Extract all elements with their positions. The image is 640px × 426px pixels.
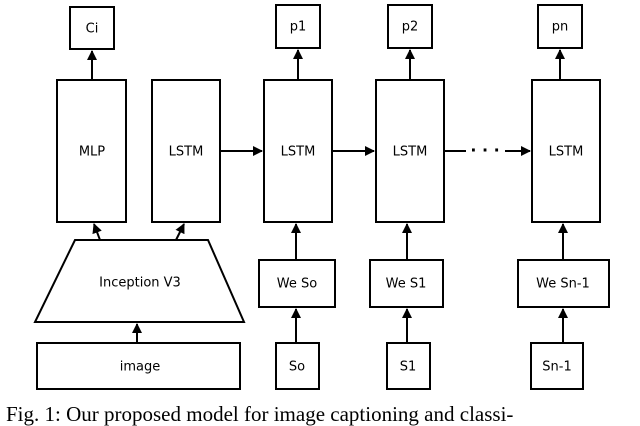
- s0-label: So: [289, 360, 305, 375]
- ellipsis: · · ·: [470, 141, 499, 160]
- lstm-1-box: [263, 79, 333, 223]
- p2-label: p2: [402, 20, 419, 35]
- sn1-box: [530, 342, 584, 390]
- lstm-n-box: [531, 79, 601, 223]
- we-sn1-box: [517, 259, 610, 308]
- mlp-label: MLP: [79, 145, 105, 160]
- lstm-init-label: LSTM: [169, 145, 204, 160]
- we-sn1-label: We Sn-1: [536, 277, 590, 292]
- s0-box: [275, 342, 320, 390]
- s1-label: S1: [400, 360, 417, 375]
- lstm-1-label: LSTM: [281, 145, 316, 160]
- inception-label: Inception V3: [99, 276, 181, 291]
- we-s0-label: We So: [277, 277, 317, 292]
- p1-box: [275, 4, 321, 49]
- arrow-inception-to-lstm: [175, 223, 185, 241]
- ci-label: Ci: [86, 22, 99, 37]
- s1-box: [386, 342, 431, 390]
- ci-box: [69, 6, 115, 50]
- arrow-inception-to-mlp: [92, 223, 102, 241]
- inception-trapezoid: [33, 239, 246, 323]
- we-s1-box: [369, 259, 444, 308]
- pn-box: [537, 4, 583, 49]
- figure-caption: Fig. 1: Our proposed model for image cap…: [6, 402, 514, 426]
- lstm-2-box: [375, 79, 445, 223]
- we-s0-box: [258, 259, 336, 308]
- image-label: image: [120, 360, 161, 375]
- sn1-label: Sn-1: [542, 360, 571, 375]
- lstm-init-box: [151, 79, 221, 223]
- pn-label: pn: [552, 20, 569, 35]
- mlp-box: [56, 79, 127, 223]
- we-s1-label: We S1: [386, 277, 427, 292]
- image-box: [36, 342, 241, 390]
- p1-label: p1: [290, 20, 307, 35]
- lstm-n-label: LSTM: [549, 145, 584, 160]
- p2-box: [387, 4, 433, 49]
- lstm-2-label: LSTM: [393, 145, 428, 160]
